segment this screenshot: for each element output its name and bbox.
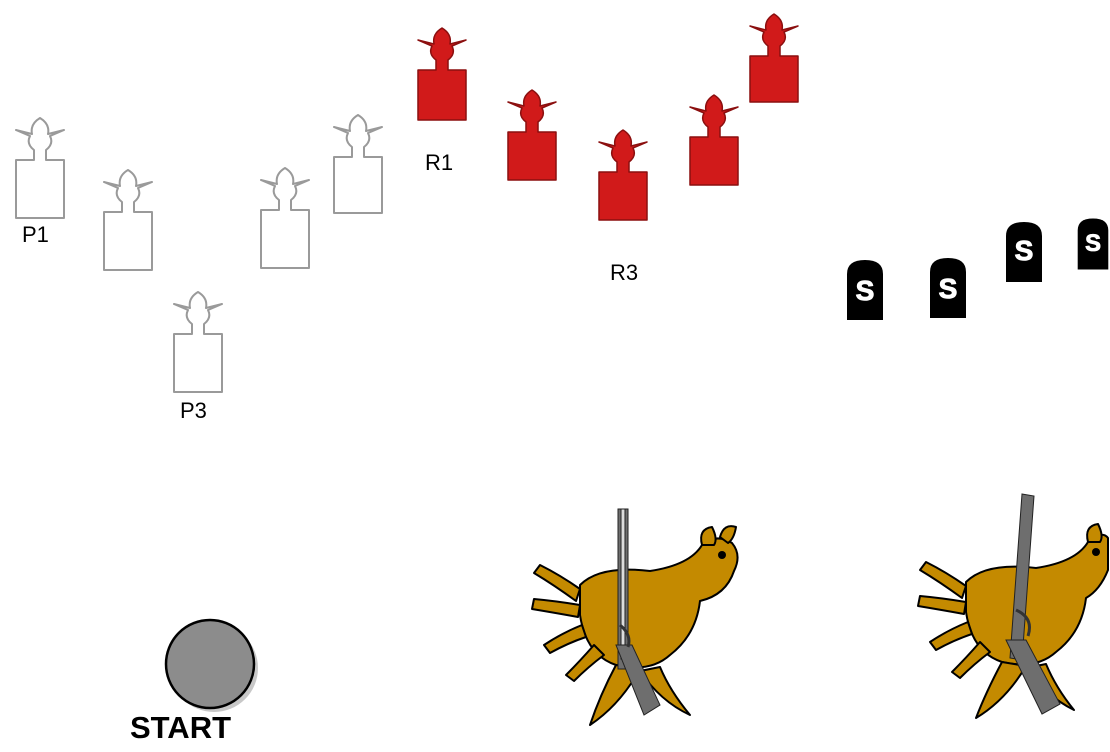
pistol-target[interactable] bbox=[255, 158, 315, 269]
rifle-target[interactable] bbox=[684, 85, 744, 187]
label-p1: P1 bbox=[22, 222, 49, 247]
knockdown-plate-s-icon: S bbox=[930, 258, 966, 318]
label-p3: P3 bbox=[180, 398, 207, 423]
cowboy-silhouette-outline-icon bbox=[260, 167, 310, 269]
hobby-horse-prop-1[interactable] bbox=[520, 505, 760, 730]
shotgun-target-letter: S bbox=[1085, 230, 1101, 257]
hobby-horse-with-rifle-icon bbox=[917, 493, 1109, 719]
cowboy-silhouette-red-icon bbox=[507, 89, 557, 181]
hobby-horse-prop-2[interactable] bbox=[910, 490, 1110, 720]
knockdown-plate-s-icon: S bbox=[1006, 222, 1042, 282]
rifle-target-r3[interactable] bbox=[593, 120, 653, 222]
start-button-icon bbox=[164, 618, 258, 712]
shotgun-target[interactable]: S bbox=[845, 258, 885, 322]
knockdown-plate-s-icon: S bbox=[847, 260, 883, 320]
knockdown-plate-s-icon: S bbox=[1077, 218, 1109, 270]
label-start: START bbox=[130, 710, 232, 745]
cowboy-silhouette-outline-icon bbox=[333, 114, 383, 214]
label-r3: R3 bbox=[610, 260, 639, 285]
cowboy-silhouette-red-icon bbox=[689, 94, 739, 186]
shotgun-target[interactable]: S bbox=[1004, 220, 1044, 284]
shotgun-target-letter: S bbox=[1015, 235, 1034, 266]
cowboy-silhouette-red-icon bbox=[749, 13, 799, 103]
hobby-horse-with-rifle-icon bbox=[531, 508, 739, 726]
shotgun-target-letter: S bbox=[856, 275, 875, 306]
shotgun-target-letter: S bbox=[939, 273, 958, 304]
shotgun-target[interactable]: S bbox=[1076, 212, 1110, 276]
cowboy-silhouette-outline-icon bbox=[173, 291, 223, 393]
rifle-target[interactable] bbox=[744, 4, 804, 104]
cowboy-silhouette-outline-icon bbox=[103, 169, 153, 271]
rifle-target-r1[interactable] bbox=[412, 18, 472, 124]
cowboy-silhouette-red-icon bbox=[598, 129, 648, 221]
start-position-marker[interactable] bbox=[164, 618, 260, 714]
pistol-target-p1[interactable] bbox=[8, 108, 68, 219]
label-r1: R1 bbox=[425, 150, 454, 175]
pistol-target[interactable] bbox=[100, 160, 160, 271]
rifle-target[interactable] bbox=[502, 80, 562, 182]
cowboy-silhouette-red-icon bbox=[417, 27, 467, 121]
shotgun-target[interactable]: S bbox=[928, 256, 968, 320]
cowboy-silhouette-outline-icon bbox=[15, 117, 65, 219]
pistol-target-p3[interactable] bbox=[168, 282, 228, 394]
pistol-target[interactable] bbox=[328, 105, 388, 215]
